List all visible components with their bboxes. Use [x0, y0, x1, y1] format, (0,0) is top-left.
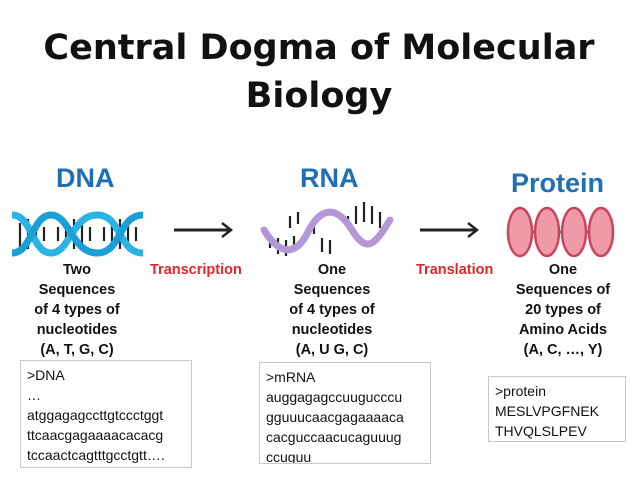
dna-sequence-box: >DNA … atggagagccttgtccctggt ttcaacgagaa…	[20, 360, 192, 468]
dna-description: Two Sequences of 4 types of nucleotides …	[34, 262, 120, 358]
sequence-line: gguuucaacgagaaaaca	[266, 409, 404, 425]
rna-heading: RNA	[300, 163, 359, 193]
rna-sequence-box: >mRNA auggagagccuugucccu gguuucaacgagaaa…	[259, 362, 431, 464]
sequence-line: >DNA	[27, 367, 65, 383]
transcription-label: Transcription	[150, 262, 242, 278]
amino-acid-chain-icon	[506, 206, 615, 258]
sequence-line: ttcaacgagaaaacacacg	[27, 427, 164, 443]
sequence-line: ccuguu	[266, 449, 312, 464]
sequence-line: >mRNA	[266, 369, 316, 385]
right-arrow-icon	[420, 222, 480, 238]
rna-description: One Sequences of 4 types of nucleotides …	[289, 262, 375, 358]
sequence-line: cacguccaacucaguuug	[266, 429, 402, 445]
sequence-line: …	[27, 387, 41, 403]
sequence-line: auggagagccuugucccu	[266, 389, 403, 405]
translation-label: Translation	[416, 262, 494, 278]
page-title: Central Dogma of Molecular Biology	[43, 28, 595, 116]
right-arrow-icon	[174, 222, 234, 238]
sequence-line: >protein	[495, 383, 546, 399]
protein-description: One Sequences of 20 types of Amino Acids…	[515, 262, 611, 358]
sequence-line: atggagagccttgtccctggt	[27, 407, 164, 423]
rna-strand-icon	[260, 202, 394, 256]
sequence-line: THVQLSLPEV	[495, 423, 587, 439]
dna-heading: DNA	[56, 163, 115, 193]
protein-sequence-box: >protein MESLVPGFNEK THVQLSLPEV	[488, 376, 626, 442]
dna-double-helix-icon	[11, 211, 144, 257]
sequence-line: tccaactcagtttgcctgtt….	[27, 447, 165, 463]
protein-heading: Protein	[511, 168, 605, 198]
sequence-line: MESLVPGFNEK	[495, 403, 599, 419]
